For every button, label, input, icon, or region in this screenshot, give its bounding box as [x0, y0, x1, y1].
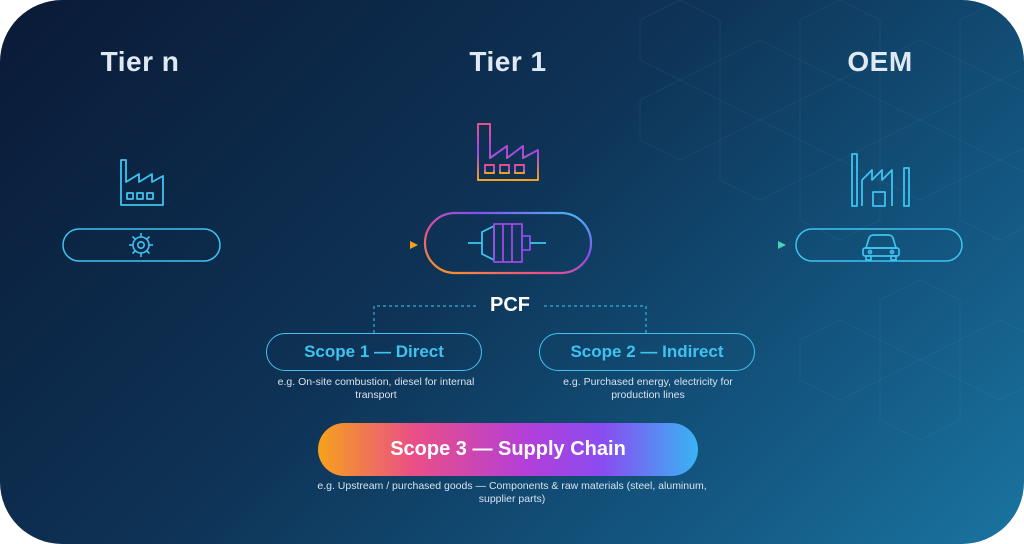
- car-icon: [862, 234, 900, 261]
- oem-title: OEM: [847, 46, 913, 77]
- arrowhead-icon: [778, 241, 786, 249]
- tier-n-pill: [62, 228, 221, 262]
- plant-icon: [851, 153, 910, 207]
- scope-2-box: Scope 2 — Indirect: [539, 333, 755, 371]
- tier-n-title: Tier n: [100, 46, 180, 77]
- tier-1-pill: [423, 211, 593, 275]
- scope-3-box: Scope 3 — Supply Chain: [318, 423, 698, 476]
- motor-icon: [468, 223, 546, 263]
- arrowhead-icon: [410, 241, 418, 249]
- oem-pill: [795, 228, 963, 262]
- scope-2-description: e.g. Purchased energy, electricity for p…: [563, 376, 733, 401]
- pcf-connector-lines: [373, 305, 647, 333]
- scope-1-description: e.g. On-site combustion, diesel for inte…: [277, 376, 475, 401]
- scope-1-box: Scope 1 — Direct: [266, 333, 482, 371]
- factory-icon: [120, 159, 164, 206]
- factory-icon: [477, 123, 539, 181]
- scope-3-description: e.g. Upstream / purchased goods — Compon…: [317, 480, 707, 505]
- tier-1-title: Tier 1: [469, 46, 547, 77]
- pcf-label: PCF: [490, 294, 530, 316]
- gear-icon: [129, 233, 153, 257]
